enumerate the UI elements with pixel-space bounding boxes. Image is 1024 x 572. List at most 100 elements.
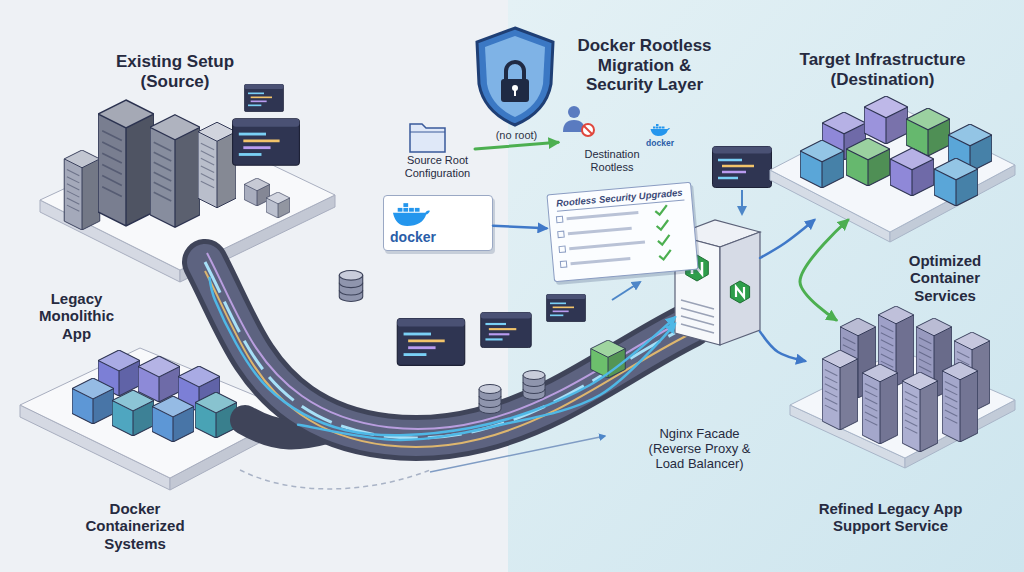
migration-pipeline (591, 340, 626, 378)
checklist-rows (558, 231, 565, 238)
flow-arrow (760, 332, 805, 361)
checklist-rows (559, 246, 566, 253)
migration-pipeline (481, 312, 532, 347)
migration-pipeline (397, 319, 464, 366)
container-platform (112, 390, 154, 436)
migration-pipeline (339, 271, 362, 302)
migration-pipeline (205, 271, 690, 447)
container-platform: Optimized Container Services (790, 85, 1010, 220)
checklist-rows (656, 220, 669, 230)
legacy-platform (233, 119, 300, 165)
container-platform (240, 470, 430, 489)
connector-layer (210, 142, 848, 440)
nginx-server (741, 190, 743, 214)
flow-arrow (800, 220, 848, 320)
section-heading: Target Infrastructure (Destination) (785, 50, 980, 89)
nginx-server (730, 281, 749, 303)
user-icon: Destination Rootless (558, 102, 666, 174)
migration-pipeline (205, 262, 690, 438)
node-label: Legacy Monolithic App (34, 290, 119, 342)
flow-arrow (493, 226, 546, 229)
checklist-rows (569, 242, 645, 249)
refined-platform (942, 362, 978, 442)
background-panels (508, 0, 1024, 572)
node-label: Destination Rootless (568, 148, 656, 173)
legacy-platform (266, 192, 290, 218)
docker-box: docker (383, 195, 493, 251)
node-label: Docker Containerized Systems (75, 500, 195, 552)
nginx-server (681, 300, 714, 333)
migration-pipeline (207, 253, 692, 429)
checklist-rows (655, 205, 668, 215)
container-platform (72, 378, 114, 424)
node-label: Rootless Security Upgrades (556, 188, 685, 212)
user-icon (568, 106, 580, 118)
checklist-rows (659, 250, 672, 260)
optimized-platform (934, 158, 978, 206)
migration-pipeline (205, 262, 690, 438)
nginx-server (720, 232, 760, 345)
legacy-platform (150, 115, 200, 228)
logo-caption: docker (640, 139, 680, 149)
optimized-platform (846, 138, 890, 186)
docker-logo (393, 203, 430, 226)
checklist-rows (571, 258, 631, 263)
migration-pipeline (430, 436, 605, 472)
legacy-platform (244, 84, 283, 111)
optimized-platform (770, 96, 1015, 242)
flow-arrow (210, 278, 675, 435)
flow-arrow (298, 324, 675, 440)
container-platform (152, 396, 194, 442)
container-platform: Docker Containerized Systems (20, 342, 298, 482)
user-icon (584, 126, 592, 134)
config-icon: Source Root Configuration (400, 116, 475, 188)
shield-icon (501, 79, 529, 102)
section-heading: Existing Setup (Source) (100, 52, 250, 91)
refined-platform (862, 364, 898, 444)
refined-platform (902, 372, 938, 452)
node-label: docker (384, 229, 442, 245)
checklist-rows (556, 216, 563, 223)
refined-platform (822, 350, 858, 430)
legacy-platform (198, 122, 236, 208)
folder-icon (410, 132, 445, 133)
user-icon (563, 106, 594, 136)
nginx-server (736, 287, 744, 297)
shield-icon (477, 28, 553, 125)
nginx-server (713, 147, 772, 188)
docker-logo (651, 124, 671, 136)
refined-platform (790, 306, 1015, 468)
node-label: Source Root Configuration (395, 154, 480, 179)
legacy-platform (244, 178, 269, 206)
user-icon (563, 120, 585, 132)
optimized-platform (864, 96, 908, 144)
proxy-server: Nginx Facade (Reverse Proxy & Load Balan… (675, 220, 760, 347)
folder-icon (410, 124, 445, 152)
app-platform: Legacy Monolithic App (40, 100, 335, 278)
edge-label: (no root) (496, 129, 538, 142)
container-platform (195, 392, 237, 438)
shield-icon (514, 89, 516, 96)
folder-icon (410, 124, 445, 152)
server-platform: Refined Legacy App Support Service (805, 320, 1010, 470)
node-label: Refined Legacy App Support Service (808, 500, 973, 535)
checklist-rows (568, 228, 632, 234)
node-label: Optimized Container Services (890, 252, 1000, 304)
checklist-rows (567, 213, 639, 219)
checklist-panel: Rootless Security Upgrades (546, 182, 698, 282)
migration-pipeline (205, 262, 690, 438)
section-heading: Docker Rootless Migration & Security Lay… (562, 36, 727, 95)
optimized-platform (800, 140, 844, 188)
migration-pipeline (612, 282, 640, 300)
legacy-platform (98, 100, 154, 226)
flow-arrow (475, 142, 558, 149)
migration-pipeline (479, 385, 501, 414)
checklist-rows (556, 205, 671, 268)
user-icon (582, 124, 594, 136)
legacy-platform (64, 150, 100, 230)
checklist-rows (657, 235, 670, 245)
